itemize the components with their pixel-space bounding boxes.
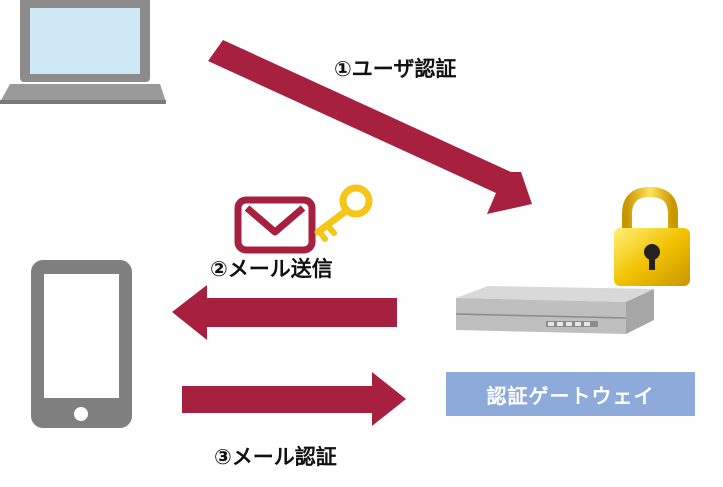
step2-label: ②メール送信 bbox=[210, 257, 333, 281]
step1-label: ①ユーザ認証 bbox=[334, 57, 457, 81]
gateway-label: 認証ゲートウェイ bbox=[486, 383, 655, 408]
step3-label: ③メール認証 bbox=[214, 445, 337, 469]
gateway-label-box: 認証ゲートウェイ bbox=[446, 372, 695, 416]
